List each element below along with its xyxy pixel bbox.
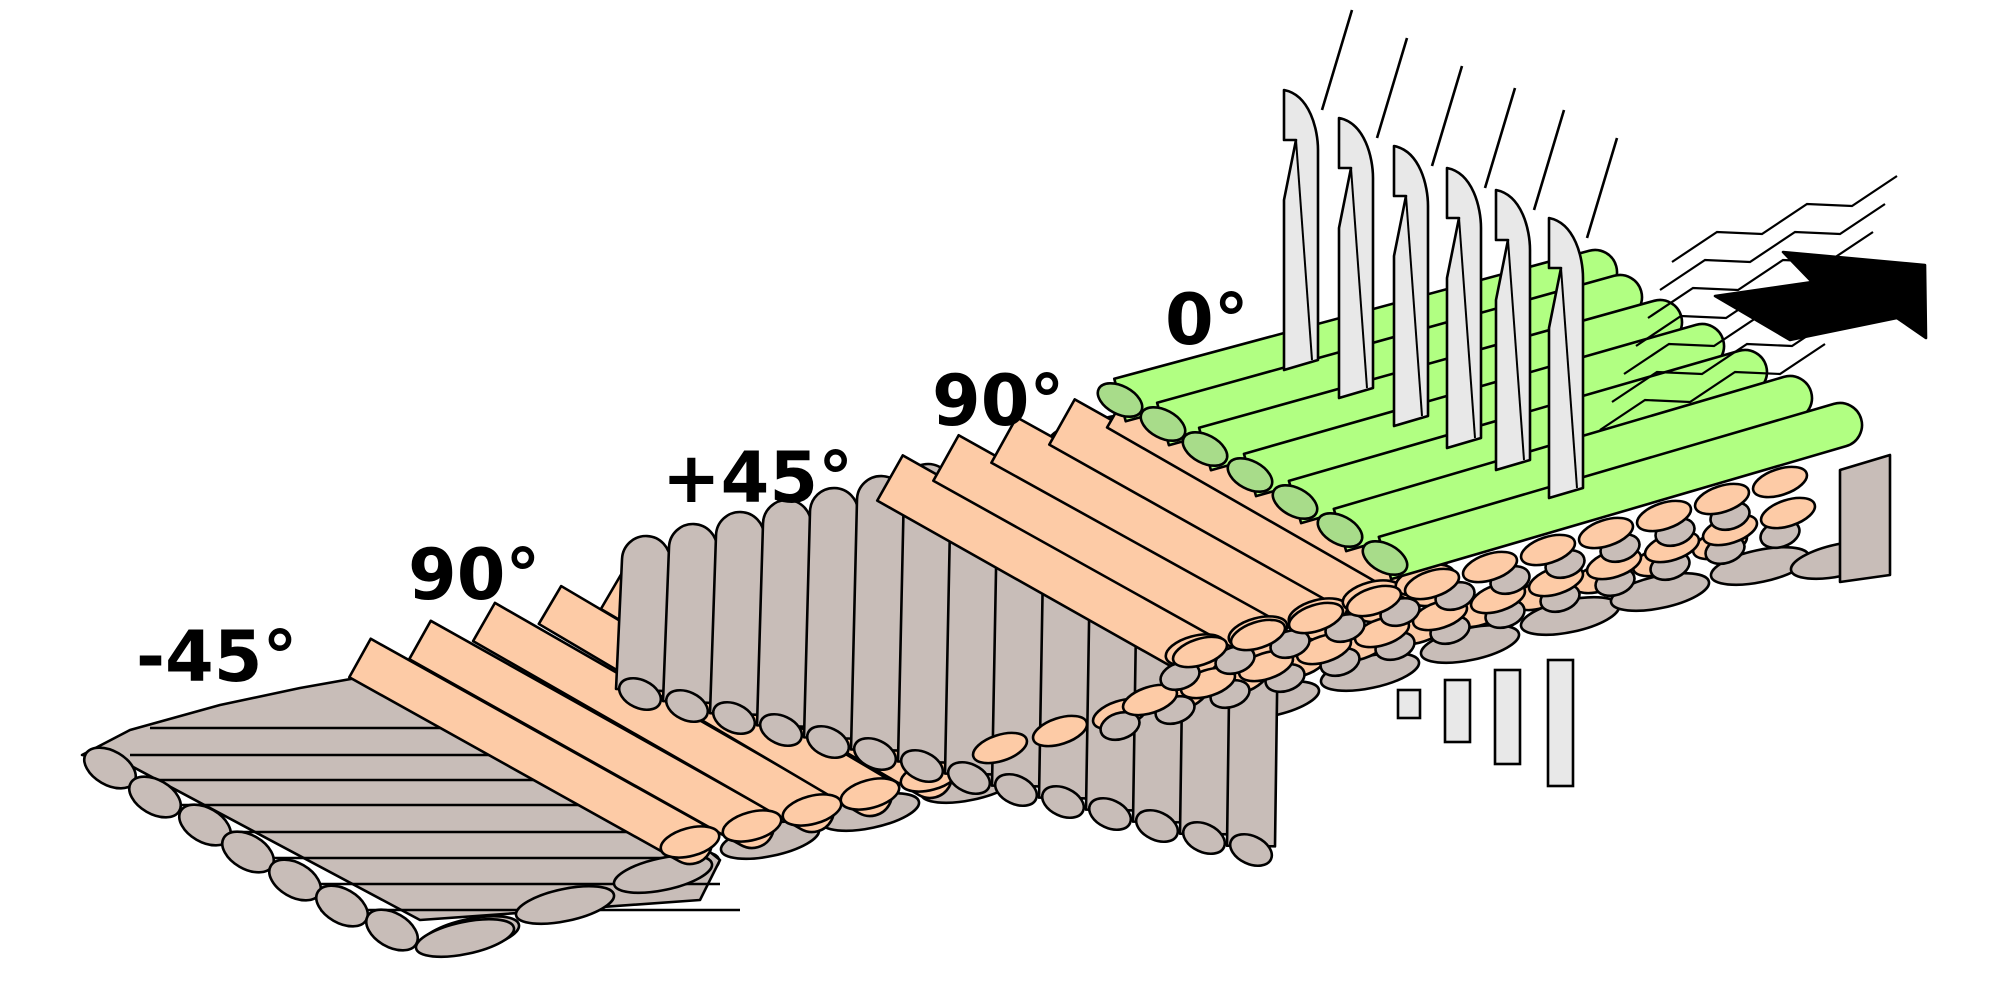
stitch-thread bbox=[1599, 343, 1826, 431]
fiber-end bbox=[1361, 539, 1409, 577]
fiber-end bbox=[1577, 516, 1635, 550]
stitching-needle-icon bbox=[1282, 9, 1619, 788]
ply-label-90-first: 90° bbox=[408, 534, 541, 616]
fiber-end bbox=[1121, 683, 1179, 717]
fiber-end bbox=[993, 772, 1039, 808]
fiber-end bbox=[514, 884, 616, 926]
fiber-end bbox=[1345, 584, 1403, 618]
stitching-needle bbox=[1337, 37, 1409, 400]
fiber-end bbox=[1087, 796, 1133, 832]
fiber-end bbox=[1181, 820, 1227, 856]
fiber-end bbox=[659, 825, 721, 859]
fiber-cylinder bbox=[849, 474, 907, 752]
fiber-end bbox=[1181, 430, 1229, 468]
needle-shank bbox=[1493, 668, 1522, 766]
fiber-end bbox=[1099, 710, 1141, 742]
fiber-end bbox=[805, 724, 851, 760]
fiber-end bbox=[1693, 482, 1751, 516]
ply-side-face bbox=[1838, 453, 1892, 584]
fiber-end bbox=[852, 736, 898, 772]
ply-label-plus45: +45° bbox=[662, 437, 854, 519]
stitch-thread bbox=[1659, 203, 1886, 291]
fiber-end bbox=[1519, 533, 1577, 567]
fiber-end bbox=[1134, 808, 1180, 844]
stitching-needle bbox=[1445, 87, 1517, 450]
fiber-end bbox=[128, 775, 182, 819]
fiber-end bbox=[1403, 567, 1461, 601]
ply-label-minus45: -45° bbox=[136, 616, 298, 698]
fiber-end bbox=[1228, 832, 1274, 868]
fiber-end bbox=[1751, 465, 1809, 499]
stitch-thread bbox=[1611, 315, 1838, 403]
fiber-end bbox=[1635, 499, 1693, 533]
fiber-end bbox=[1226, 456, 1274, 494]
fiber-end bbox=[899, 748, 945, 784]
fiber-cylinder bbox=[1377, 401, 1864, 581]
stitching-needle bbox=[1392, 65, 1464, 428]
direction-arrow-icon bbox=[1713, 250, 1928, 342]
fiber-end bbox=[1040, 784, 1086, 820]
needle-shank bbox=[1396, 688, 1422, 720]
fiber-end bbox=[1316, 511, 1364, 549]
fiber-end bbox=[721, 809, 783, 843]
stitching-needle bbox=[1282, 9, 1354, 372]
fiber-end bbox=[1287, 601, 1345, 635]
ply-label-0: 0° bbox=[1165, 279, 1249, 361]
fiber-cylinder bbox=[661, 522, 719, 705]
fiber-cylinder bbox=[755, 498, 813, 729]
fiber-end bbox=[711, 700, 757, 736]
stitch-thread bbox=[1671, 175, 1898, 263]
fiber-end bbox=[664, 688, 710, 724]
fiber-end bbox=[1171, 635, 1229, 669]
fiber-cylinder bbox=[614, 534, 672, 693]
stitching-needle bbox=[1547, 137, 1619, 500]
needle-shank bbox=[1546, 658, 1575, 788]
fiber-end bbox=[1214, 644, 1256, 676]
fiber-end bbox=[1031, 714, 1089, 748]
fiber-end bbox=[839, 777, 901, 811]
fiber-cylinder bbox=[802, 486, 860, 740]
fiber-end bbox=[971, 731, 1029, 765]
fiber-cylinder bbox=[708, 510, 766, 717]
stitching-needle bbox=[1494, 109, 1566, 472]
fiber-end bbox=[1461, 550, 1519, 584]
ply-label-90-second: 90° bbox=[932, 360, 1065, 442]
fiber-end bbox=[946, 760, 992, 796]
fiber-end bbox=[414, 917, 516, 959]
direction-arrow bbox=[1713, 250, 1928, 342]
fiber-end bbox=[1759, 496, 1817, 530]
fiber-end bbox=[1271, 483, 1319, 521]
fiber-end bbox=[617, 676, 663, 712]
fiber-ends-right-face bbox=[971, 453, 1892, 765]
ply-minus45 bbox=[80, 666, 740, 959]
fiber-end bbox=[1229, 618, 1287, 652]
fiber-end bbox=[758, 712, 804, 748]
needle-shank bbox=[1443, 678, 1472, 744]
